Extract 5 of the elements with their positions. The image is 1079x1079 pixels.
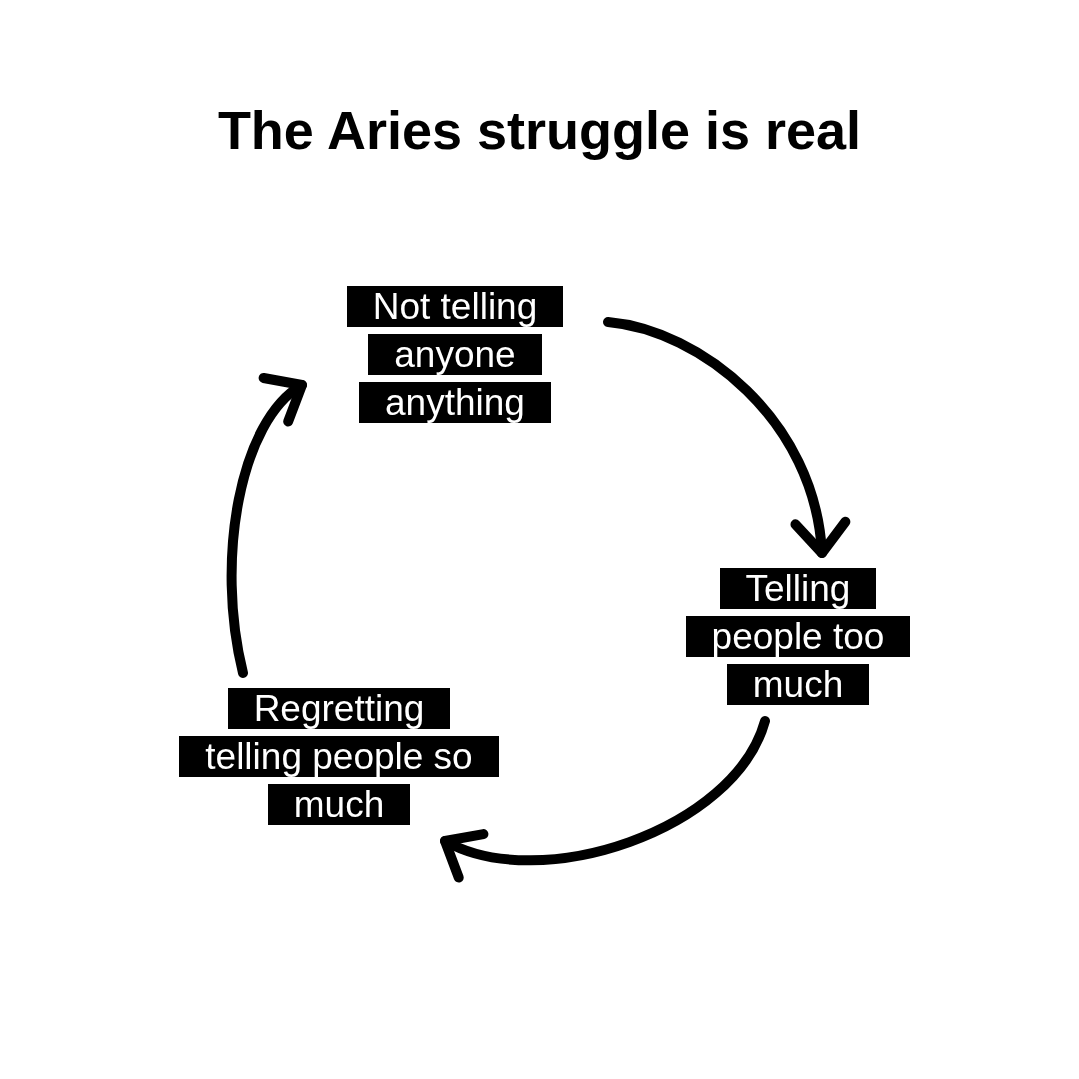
curved-arrow [440, 716, 770, 881]
highlighted-label: Telling people too much [710, 567, 886, 707]
title: The Aries struggle is real [217, 99, 862, 162]
highlighted-label: Not telling anyone anything [371, 285, 539, 425]
curved-arrow [603, 317, 849, 558]
